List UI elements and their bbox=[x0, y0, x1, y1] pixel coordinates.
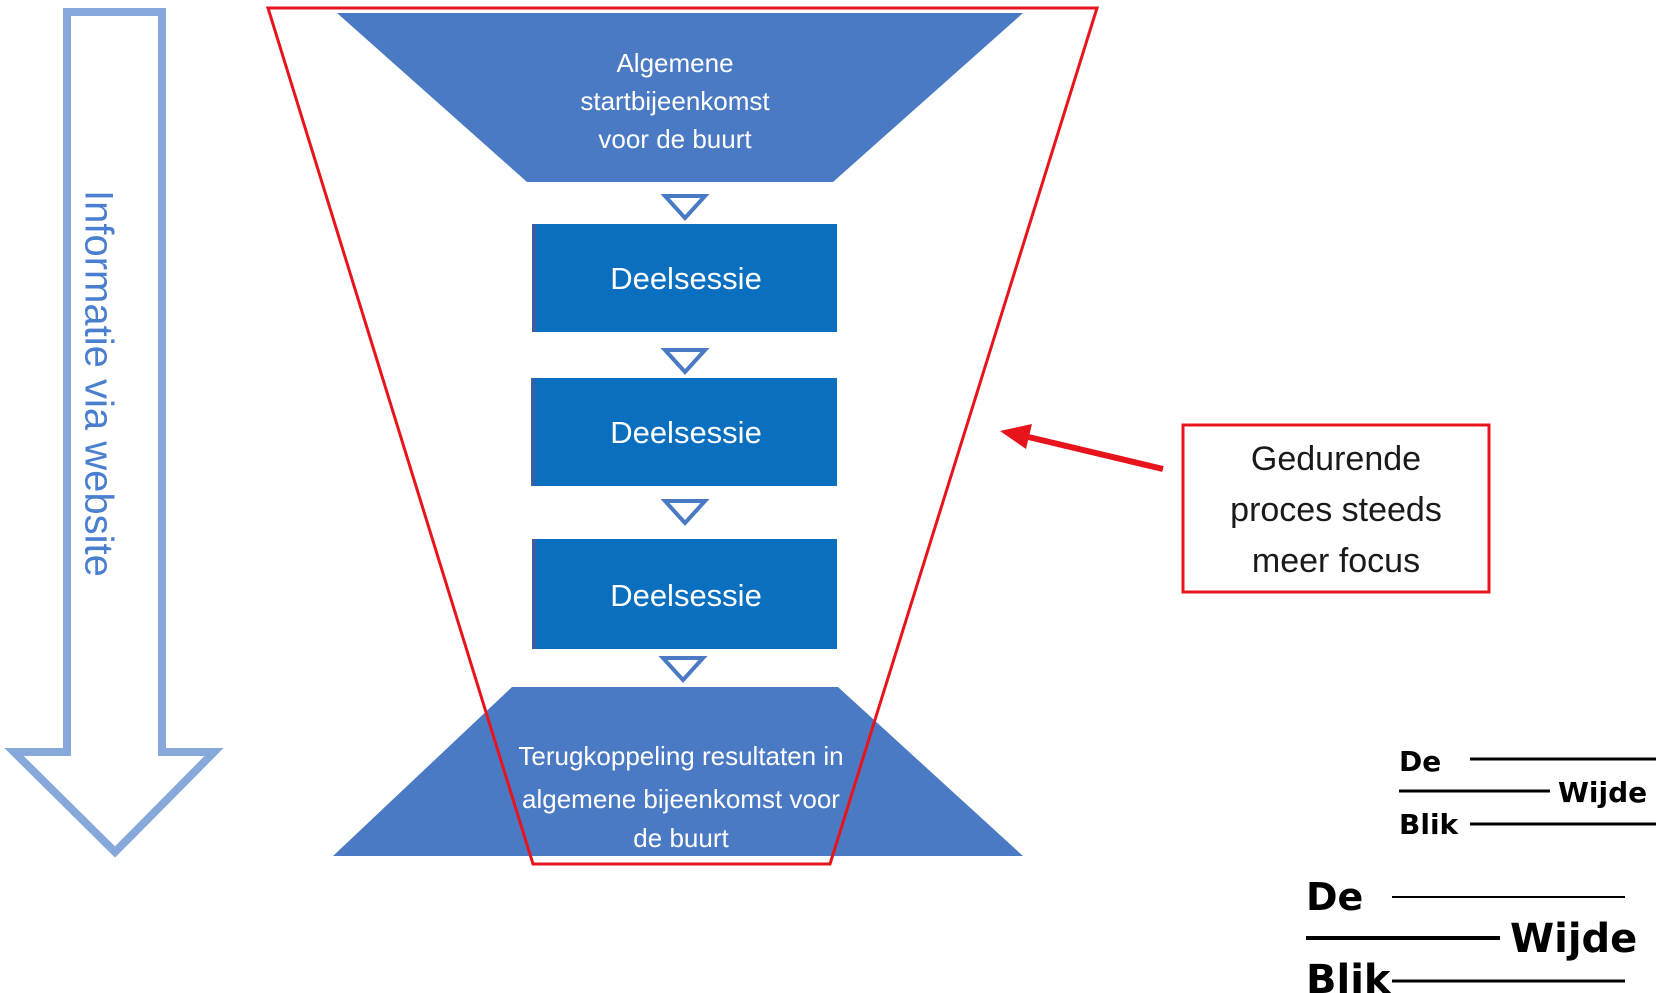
callout-arrow bbox=[1000, 424, 1164, 472]
de-wijde-blik-logo: De Wijde Blik bbox=[1306, 875, 1637, 993]
session-box-2: Deelsessie bbox=[531, 378, 837, 486]
logo-word-middle: Wijde bbox=[1558, 776, 1647, 809]
session-label: Deelsessie bbox=[610, 578, 762, 613]
feedback-meeting-line-2: algemene bijeenkomst voor bbox=[522, 784, 840, 814]
callout-line-3: meer focus bbox=[1252, 542, 1420, 580]
start-meeting-shape: Algemene startbijeenkomst voor de buurt bbox=[337, 13, 1023, 182]
focus-funnel-outline bbox=[265, 6, 1100, 866]
flow-triangle-icon bbox=[660, 499, 710, 526]
session-label: Deelsessie bbox=[610, 415, 762, 450]
start-meeting-line-3: voor de buurt bbox=[598, 124, 752, 154]
flow-triangle-icon bbox=[660, 194, 710, 221]
start-meeting-line-1: Algemene bbox=[616, 48, 733, 78]
logo-word-bottom: Blik bbox=[1399, 808, 1460, 841]
info-website-label: Informatie via website bbox=[76, 190, 120, 577]
callout-line-2: proces steeds bbox=[1230, 491, 1442, 529]
session-box-3: Deelsessie bbox=[532, 539, 837, 649]
logo-word-top: De bbox=[1306, 875, 1363, 919]
session-box-1: Deelsessie bbox=[532, 224, 837, 332]
info-website-arrow: Informatie via website bbox=[4, 8, 224, 858]
feedback-meeting-shape: Terugkoppeling resultaten in algemene bi… bbox=[333, 687, 1023, 856]
logo-word-bottom: Blik bbox=[1306, 957, 1392, 993]
focus-callout-box: Gedurende proces steeds meer focus bbox=[1181, 423, 1491, 594]
de-wijde-blik-logo: De Wijde Blik bbox=[1399, 745, 1656, 841]
logo-word-middle: Wijde bbox=[1510, 916, 1637, 962]
feedback-meeting-line-1: Terugkoppeling resultaten in bbox=[518, 741, 843, 771]
feedback-meeting-line-3: de buurt bbox=[633, 823, 729, 853]
flow-triangle-icon bbox=[660, 348, 710, 375]
callout-line-1: Gedurende bbox=[1251, 440, 1421, 478]
feedback-meeting-trapezoid bbox=[333, 687, 1023, 856]
flow-triangle-icon bbox=[658, 656, 708, 683]
arrow-head-icon bbox=[1000, 424, 1032, 449]
session-label: Deelsessie bbox=[610, 261, 762, 296]
down-arrow-icon bbox=[4, 8, 224, 858]
start-meeting-trapezoid bbox=[337, 13, 1023, 182]
logo-word-top: De bbox=[1399, 745, 1441, 778]
start-meeting-line-2: startbijeenkomst bbox=[580, 86, 770, 116]
